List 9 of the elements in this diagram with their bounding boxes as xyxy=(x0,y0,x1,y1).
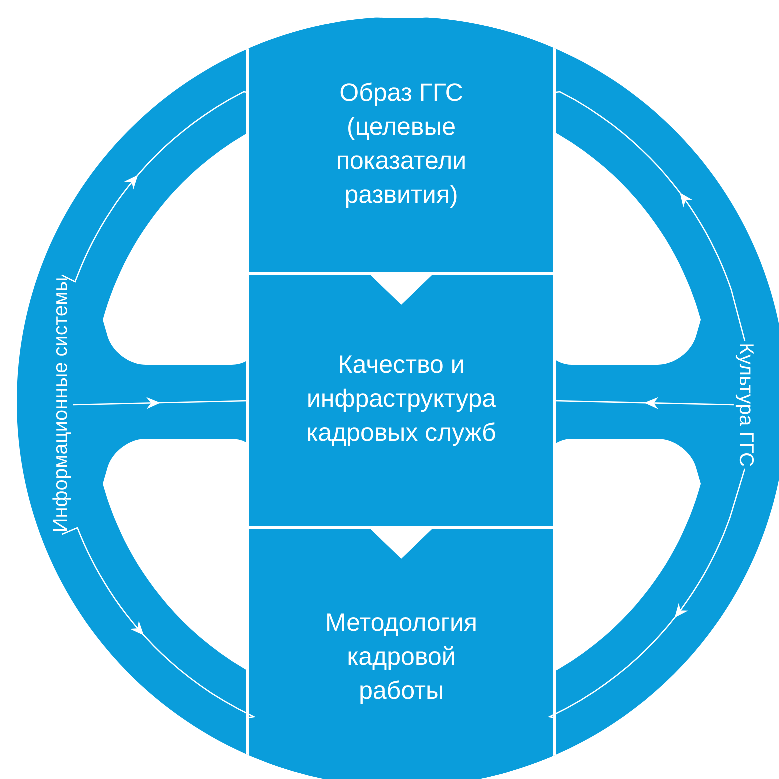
section-box: Качество и инфраструктура кадровых служб xyxy=(246,272,556,530)
arrow xyxy=(62,527,256,719)
arrow xyxy=(62,91,248,283)
arrow xyxy=(554,91,746,342)
ring-label: Культура ГГС xyxy=(736,344,754,466)
section-box: Методология кадровой работы xyxy=(246,526,556,779)
section-box: Образ ГГС (целевые показатели развития) xyxy=(246,17,556,276)
ring-label: Информационные системы xyxy=(52,278,72,531)
arrow xyxy=(548,468,746,719)
